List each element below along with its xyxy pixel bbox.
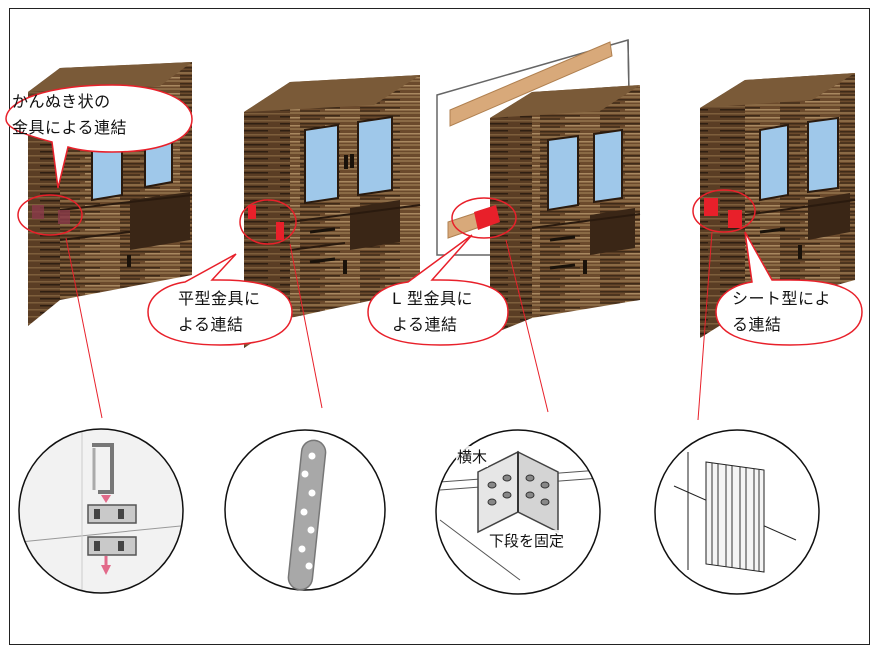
label-fix-lower: 下段を固定 [488, 530, 566, 551]
cabinet-4 [700, 73, 856, 338]
callout-flat-line2: よる連結 [178, 315, 244, 334]
detail-flat [224, 429, 386, 591]
highlight-lshape [451, 197, 517, 239]
callout-lshape-line2: よる連結 [392, 315, 458, 334]
callout-kannuki-line2: 金具による連結 [12, 118, 128, 137]
highlight-flat [239, 199, 297, 245]
bubble-lshape [367, 234, 509, 346]
connector-1 [65, 237, 103, 419]
callout-sheet-line1: シート型によ [732, 289, 832, 308]
connector-3 [505, 239, 549, 413]
outer-frame [9, 8, 870, 645]
connector-4 [697, 231, 713, 421]
bubble-kannuki [5, 84, 193, 189]
cabinet-3 [436, 39, 641, 335]
connector-2 [289, 243, 323, 409]
callout-lshape-line1: L 型金具に [392, 289, 474, 308]
detail-kannuki [18, 428, 184, 594]
highlight-sheet [692, 189, 756, 233]
callout-flat-line1: 平型金具に [178, 289, 261, 308]
label-crossbar: 横木 [456, 446, 489, 467]
detail-sheet [654, 429, 820, 595]
cabinet-2 [244, 75, 421, 348]
callout-sheet-line2: る連結 [732, 315, 782, 334]
highlight-kannuki [17, 194, 83, 236]
callout-kannuki-line1: かんぬき状の [12, 92, 111, 111]
bubble-sheet [715, 231, 863, 346]
bubble-flat [147, 253, 293, 346]
